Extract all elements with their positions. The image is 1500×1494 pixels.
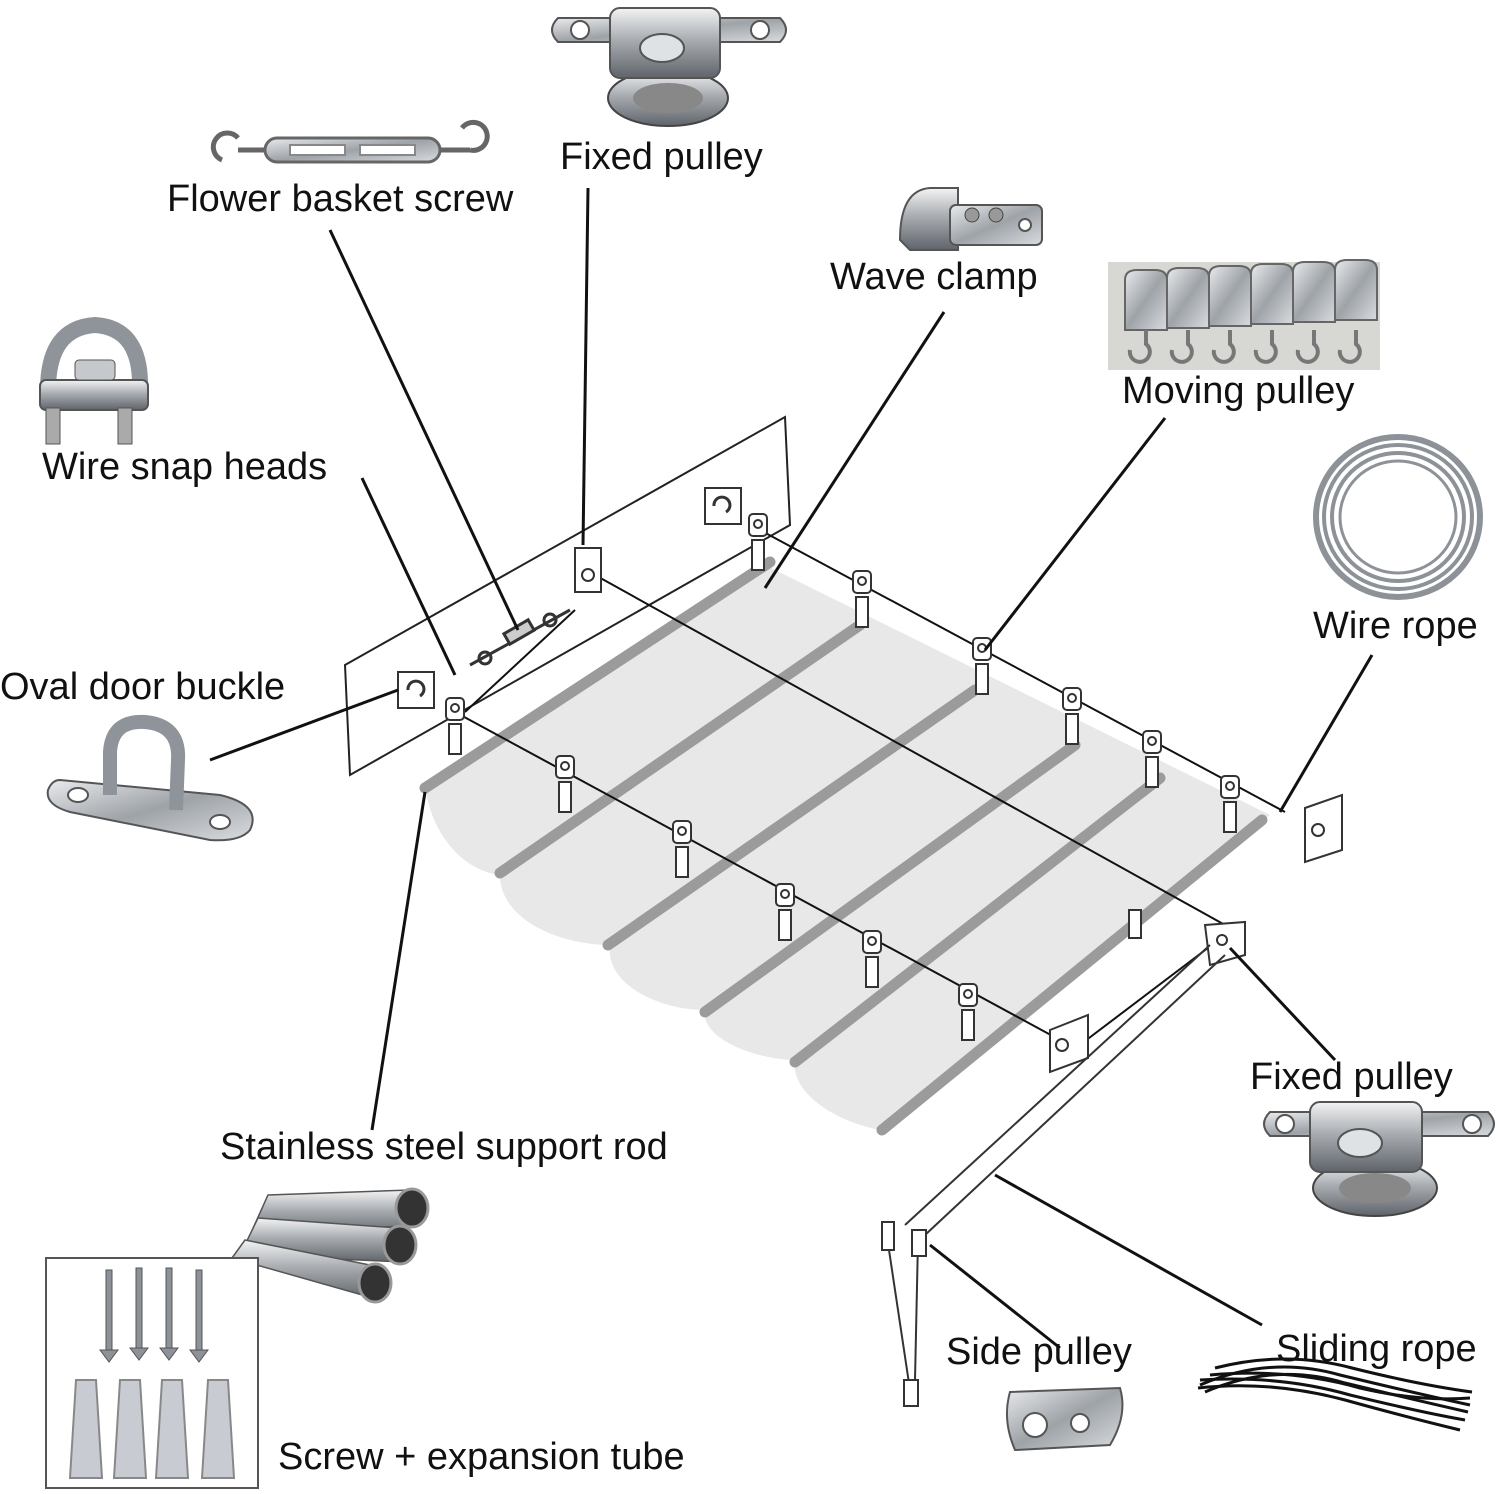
support-post <box>881 944 1226 1407</box>
label-side-pulley: Side pulley <box>946 1331 1132 1373</box>
moving-pulleys-installed <box>445 513 1240 1041</box>
label-screw-expansion-tube: Screw + expansion tube <box>278 1436 685 1478</box>
label-wire-snap-heads: Wire snap heads <box>42 446 328 488</box>
wire-snap-heads-image <box>39 316 149 445</box>
flower-basket-screw-image <box>210 119 490 164</box>
label-flower-basket-screw: Flower basket screw <box>167 178 514 220</box>
label-oval-door-buckle: Oval door buckle <box>0 666 286 708</box>
screw-expansion-tube-image <box>45 1257 259 1489</box>
wall-mounts <box>397 487 742 709</box>
label-wave-clamp: Wave clamp <box>830 256 1038 298</box>
wall-board <box>343 415 792 777</box>
oval-door-buckle-image <box>46 714 254 842</box>
side-pulley-image <box>1005 1386 1124 1452</box>
label-fixed-pulley-top: Fixed pulley <box>560 136 763 178</box>
leader-lines <box>209 187 1374 1350</box>
sliding-rope-image <box>1197 1357 1473 1432</box>
label-moving-pulley: Moving pulley <box>1122 370 1355 412</box>
corner-plates <box>1049 793 1343 1074</box>
wave-clamp-image <box>898 187 1043 251</box>
label-sliding-rope: Sliding rope <box>1276 1328 1477 1370</box>
label-stainless-steel-support-rod: Stainless steel support rod <box>220 1126 668 1168</box>
moving-pulley-image <box>1108 259 1380 370</box>
wire-rope-image <box>1313 434 1483 600</box>
fixed-pulley-top-image <box>551 7 787 127</box>
label-wire-rope: Wire rope <box>1313 605 1478 647</box>
support-rod-tubes-image <box>230 1187 430 1304</box>
canopy-fabric <box>425 565 1270 1130</box>
label-fixed-pulley-bottom: Fixed pulley <box>1250 1056 1453 1098</box>
fixed-pulley-bottom-image <box>1263 1101 1495 1217</box>
support-rods <box>419 556 1268 1136</box>
